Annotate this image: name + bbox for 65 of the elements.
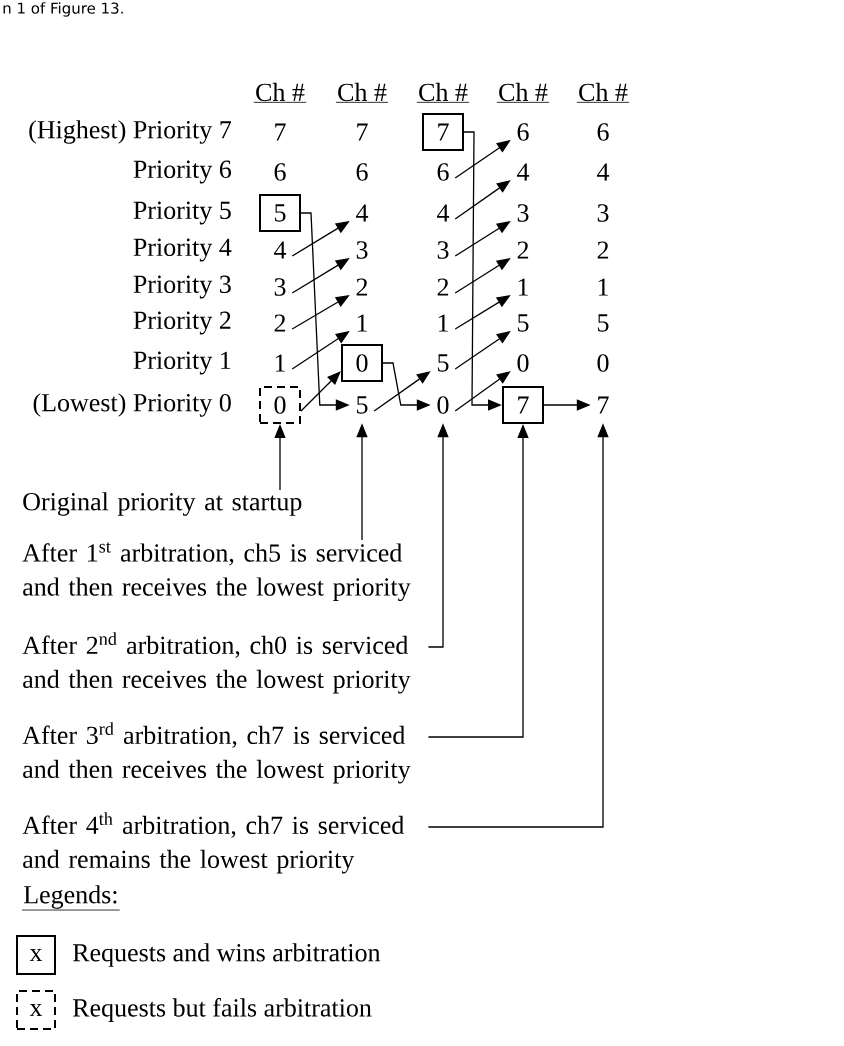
number-box: 7 (422, 113, 464, 151)
number: 2 (274, 314, 286, 332)
number: 4 (437, 204, 450, 222)
legend-sample-box: x (16, 990, 56, 1030)
number: 3 (597, 204, 609, 222)
number: 4 (356, 204, 369, 222)
number-box: 5 (259, 194, 301, 232)
number: 2 (356, 278, 368, 296)
number: 4 (517, 163, 530, 181)
number: 6 (597, 123, 609, 141)
number-box: 7 (502, 386, 544, 424)
number: 7 (357, 123, 368, 141)
number: 0 (437, 396, 449, 414)
row-label: Priority 3 (133, 275, 231, 299)
column-header: Ch # (335, 82, 389, 103)
dashed-number-box: 0 (259, 386, 301, 424)
column-header: Ch # (496, 82, 550, 103)
legend-text: Requests and wins arbitration (72, 943, 381, 967)
column-header: Ch # (253, 82, 307, 103)
number: 7 (275, 123, 286, 141)
number: 2 (517, 241, 529, 259)
arrow (300, 371, 341, 412)
annotation-text: Original priority at startup (23, 492, 302, 516)
column-header: Ch # (576, 82, 630, 103)
number: 0 (597, 354, 609, 372)
annotation-text: After 1$^{st}$ arbitration, ch5 is serviced and then receives the lowest priority (22, 542, 411, 602)
number: 3 (437, 241, 449, 259)
number: 7 (598, 396, 609, 414)
row-label: Priority 1 (133, 351, 231, 375)
row-label: (Lowest) Priority 0 (33, 393, 231, 417)
number: 6 (517, 123, 529, 141)
number: 5 (438, 354, 449, 372)
caption-fragment: n 1 of Figure 13. (3, 2, 123, 17)
annotation-text: After 4$^{th}$ arbitration, ch7 is serviced and remains the lowest priority (22, 812, 405, 874)
number: 6 (437, 163, 449, 181)
annotation-text: After 2$^{nd}$ arbitration, ch0 is serviced and then receives the lowest priority (22, 632, 411, 694)
number: 5 (357, 396, 368, 414)
row-label: Priority 4 (133, 238, 232, 262)
row-label: Priority 2 (133, 311, 231, 335)
number: 1 (518, 278, 528, 296)
number: 6 (356, 163, 368, 181)
number: 1 (438, 314, 448, 332)
legend-sample-box: x (16, 935, 56, 975)
column-header: Ch # (416, 82, 470, 103)
number: 2 (597, 241, 609, 259)
legend-text: Requests but fails arbitration (72, 998, 372, 1022)
number: 3 (274, 278, 286, 296)
number-box: 0 (341, 344, 383, 382)
number: 1 (598, 278, 608, 296)
number: 4 (274, 241, 287, 259)
row-label: Priority 6 (133, 160, 232, 184)
number: 3 (356, 241, 368, 259)
number: 6 (274, 163, 286, 181)
row-label: Priority 5 (133, 201, 231, 225)
row-label: (Highest) Priority 7 (29, 120, 232, 144)
number: 3 (517, 204, 529, 222)
number: 5 (598, 314, 609, 332)
number: 0 (517, 354, 529, 372)
number: 4 (597, 163, 610, 181)
number: 2 (437, 278, 449, 296)
number: 1 (275, 354, 285, 372)
annotation-text: After 3$^{rd}$ arbitration, ch7 is serviced and then receives the lowest priority (22, 722, 411, 784)
legend-heading: Legends: (21, 885, 121, 911)
number: 5 (518, 314, 529, 332)
number: 1 (357, 314, 367, 332)
